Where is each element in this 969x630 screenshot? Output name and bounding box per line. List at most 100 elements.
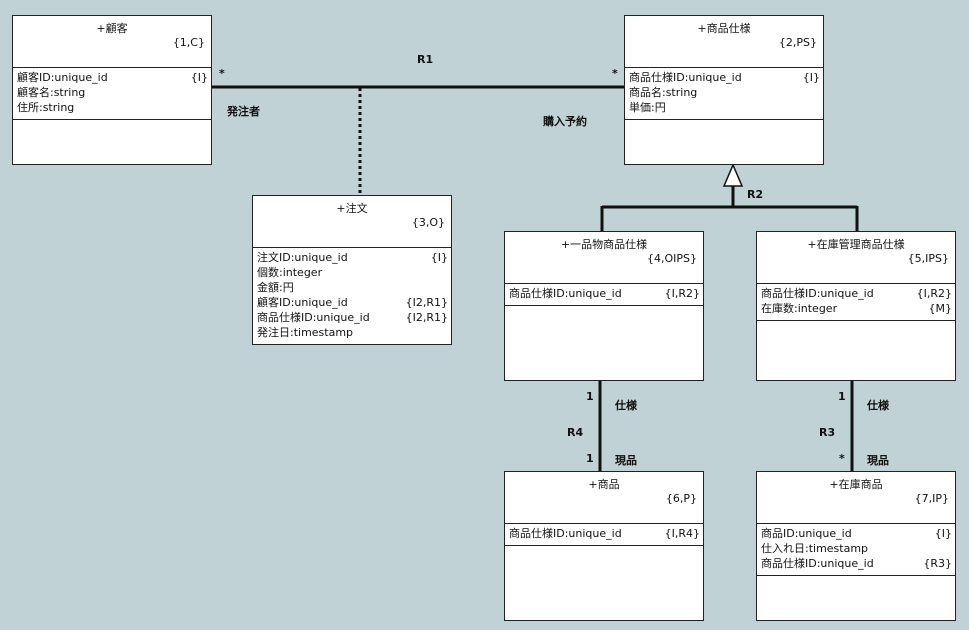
class-name: +顧客 [96,22,128,35]
attribute-text: 顧客ID:unique_id [257,296,348,309]
attribute-row[interactable]: 商品仕様ID:unique_id {R3} [761,556,952,571]
class-tag: {5,IPS} [907,252,949,265]
r3-multiplicity-top: 1 [838,390,846,403]
attribute-compartment: 商品仕様ID:unique_id {I} 商品名:string 単価:円 [625,68,823,120]
attribute-text: 金額:円 [257,281,294,294]
attribute-compartment: 顧客ID:unique_id {I} 顧客名:string 住所:string [13,68,211,120]
class-name: +一品物商品仕様 [560,238,648,251]
attribute-ref: {M} [928,302,953,315]
attribute-compartment: 商品仕様ID:unique_id{I,R2}在庫数:integer {M} [757,284,955,321]
attribute-text: 単価:円 [629,101,666,114]
attribute-text: 商品仕様ID:unique_id [629,71,742,84]
attribute-text: 住所:string [17,101,75,114]
attribute-text: 発注日:timestamp [257,326,354,339]
attribute-row[interactable]: 住所:string [17,100,208,115]
attribute-row[interactable]: 商品ID:unique_id {I} [761,526,952,541]
r3-label[interactable]: R3 [819,426,836,439]
class-shohin-shiyo[interactable]: +商品仕様 {2,PS} 商品仕様ID:unique_id {I} 商品名:string… [624,15,824,165]
class-name: +在庫管理商品仕様 [807,238,905,251]
class-header: +商品 {6,P} [505,472,703,524]
attribute-text: 商品仕様ID:unique_id [509,527,622,540]
attribute-ref: {I} [430,251,448,264]
class-name: +商品 [588,478,620,491]
attribute-row[interactable]: 顧客名:string [17,85,208,100]
attribute-row[interactable]: 商品仕様ID:unique_id{I,R2} [761,286,952,301]
attribute-ref: {I,R2} [664,287,700,300]
class-header: +商品仕様 {2,PS} [625,16,823,68]
attribute-text: 商品名:string [629,86,698,99]
r4-role-bottom-label: 現品 [615,454,637,467]
attribute-compartment: 商品仕様ID:unique_id {I,R2} [505,284,703,306]
r1-role-right-label: 購入予約 [543,115,587,128]
attribute-compartment: 商品仕様ID:unique_id {I,R4} [505,524,703,546]
attribute-row[interactable]: 商品仕様ID:unique_id {I,R4} [509,526,700,541]
class-tag: {4,OIPS} [646,252,697,265]
attribute-text: 顧客ID:unique_id [17,71,108,84]
attribute-ref: {I2,R1} [405,311,448,324]
class-name: +在庫商品 [829,478,883,491]
r1-multiplicity-left: * [219,67,225,80]
attribute-row[interactable]: 商品仕様ID:unique_id {I} [629,70,820,85]
attribute-row[interactable]: 商品仕様ID:unique_id {I2,R1} [257,310,448,325]
attribute-ref: {I} [802,71,820,84]
attribute-row[interactable]: 顧客ID:unique_id {I} [17,70,208,85]
class-ippinmono-shohin-shiyo[interactable]: +一品物商品仕様{4,OIPS} 商品仕様ID:unique_id {I,R2} [504,231,704,381]
attribute-text: 商品仕様ID:unique_id [257,311,370,324]
attribute-text: 個数:integer [257,266,323,279]
class-header: +在庫商品 {7,IP} [757,472,955,524]
attribute-row[interactable]: 商品名:string [629,85,820,100]
class-tag: {2,PS} [778,36,817,49]
attribute-ref: {I} [934,527,952,540]
attribute-text: 仕入れ日:timestamp [761,542,869,555]
class-header: +一品物商品仕様{4,OIPS} [505,232,703,284]
r2-label[interactable]: R2 [747,188,764,201]
attribute-ref: {I2,R1} [405,296,448,309]
attribute-row[interactable]: 顧客ID:unique_id {I2,R1} [257,295,448,310]
r4-role-top-label: 仕様 [615,399,637,412]
class-name: +商品仕様 [697,22,751,35]
attribute-text: 商品仕様ID:unique_id [509,287,622,300]
class-header: +顧客 {1,C} [13,16,211,68]
class-header: +注文 {3,O} [253,196,451,248]
class-kokyaku[interactable]: +顧客 {1,C} 顧客ID:unique_id {I} 顧客名:string 住所:st… [12,15,212,165]
attribute-ref: {I,R4} [664,527,700,540]
class-zaiko-shohin[interactable]: +在庫商品 {7,IP} 商品ID:unique_id {I} 仕入れ日:timesta… [756,471,956,621]
class-tag: {7,IP} [914,492,949,505]
attribute-row[interactable]: 注文ID:unique_id {I} [257,250,448,265]
attribute-text: 顧客名:string [17,86,86,99]
r2-generalization-triangle[interactable] [722,163,744,187]
class-name: +注文 [336,202,368,215]
class-zaiko-kanri-shohin-shiyo[interactable]: +在庫管理商品仕様{5,IPS}商品仕様ID:unique_id{I,R2}在庫… [756,231,956,381]
class-tag: {6,P} [665,492,697,505]
r3-multiplicity-bottom: * [839,452,845,465]
r1-label[interactable]: R1 [417,53,434,66]
attribute-text: 商品ID:unique_id [761,527,852,540]
class-header: +在庫管理商品仕様{5,IPS} [757,232,955,284]
attribute-row[interactable]: 商品仕様ID:unique_id {I,R2} [509,286,700,301]
r1-multiplicity-right: * [612,67,618,80]
class-tag: {3,O} [411,216,445,229]
attribute-ref: {I,R2} [916,287,952,300]
attribute-ref: {I} [190,71,208,84]
class-tag: {1,C} [172,36,205,49]
r3-role-bottom-label: 現品 [867,454,889,467]
attribute-row[interactable]: 在庫数:integer {M} [761,301,952,316]
attribute-text: 注文ID:unique_id [257,251,348,264]
attribute-ref: {R3} [923,557,952,570]
attribute-row[interactable]: 個数:integer [257,265,448,280]
attribute-row[interactable]: 単価:円 [629,100,820,115]
attribute-row[interactable]: 金額:円 [257,280,448,295]
attribute-text: 在庫数:integer [761,302,838,315]
class-shohin[interactable]: +商品 {6,P} 商品仕様ID:unique_id {I,R4} [504,471,704,621]
attribute-text: 商品仕様ID:unique_id [761,557,874,570]
attribute-row[interactable]: 発注日:timestamp [257,325,448,340]
r4-multiplicity-bottom: 1 [586,452,594,465]
r1-role-left-label: 発注者 [227,105,260,118]
r3-role-top-label: 仕様 [867,399,889,412]
r4-label[interactable]: R4 [567,426,584,439]
attribute-row[interactable]: 仕入れ日:timestamp [761,541,952,556]
